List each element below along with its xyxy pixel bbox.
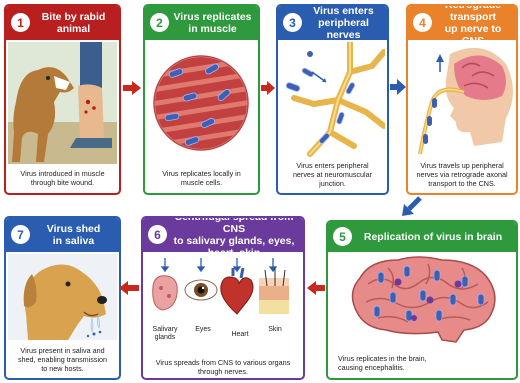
step-2-title: Virus replicates in muscle [173,11,251,35]
step-5-caption: Virus replicates in the brain, causing e… [338,354,458,372]
step-5-title: Replication of virus in brain [364,231,502,243]
step-3-number: 3 [283,13,302,32]
nerve-junction-illustration [280,42,385,158]
brain-illustration [338,254,508,348]
step-4-caption: Virus travels up peripheral nerves via r… [412,161,512,188]
arrow-1-to-2 [123,81,141,95]
step-3-caption: Virus enters peripheral nerves at neurom… [282,161,383,188]
eye-icon [185,280,217,300]
step-4-title: Retrograde transport up nerve to CNS [436,4,510,47]
step-6-header: 6 Centrifugal spread from CNS to salivar… [143,218,303,252]
organ-label-skin: Skin [255,326,295,334]
panel-step-4: 4 Retrograde transport up nerve to CNS V… [406,4,518,195]
panel-step-3: 3 Virus enters peripheral nerves [276,4,389,195]
organ-label-heart: Heart [220,331,260,339]
heart-icon [221,268,253,314]
arrow-5-to-6 [307,281,325,295]
muscle-tissue-illustration [149,44,254,162]
head-nerve-illustration [410,42,516,158]
step-2-caption: Virus replicates locally in muscle cells… [149,169,254,187]
step-6-number: 6 [148,225,167,244]
step-7-title: Virus shed in saliva [47,223,101,247]
arrow-3-to-4 [390,79,406,95]
step-6-caption: Virus spreads from CNS to various organs… [147,358,299,376]
organ-label-eyes: Eyes [183,326,223,334]
arrow-2-to-3 [261,81,275,95]
panel-step-7: 7 Virus shed in saliva Virus present in … [4,216,121,380]
dog-saliva-illustration [8,254,117,340]
step-5-header: 5 Replication of virus in brain [328,222,516,252]
salivary-gland-icon [153,276,178,310]
step-5-number: 5 [333,227,352,246]
skin-icon [259,268,289,314]
step-7-caption: Virus present in saliva and shed, enabli… [10,346,115,373]
step-1-title: Bite by rabid animal [34,11,113,35]
step-2-header: 2 Virus replicates in muscle [145,6,258,40]
panel-step-1: 1 Bite by rabid animal Virus introduced … [4,4,121,195]
step-7-header: 7 Virus shed in saliva [6,218,119,252]
arrow-6-to-7 [119,281,139,295]
panel-step-5: 5 Replication of virus in brain Virus re… [326,220,518,380]
step-4-header: 4 Retrograde transport up nerve to CNS [408,6,516,40]
step-3-header: 3 Virus enters peripheral nerves [278,6,387,40]
step-7-number: 7 [11,225,30,244]
panel-step-6: 6 Centrifugal spread from CNS to salivar… [141,216,305,380]
step-1-caption: Virus introduced in muscle through bite … [10,169,115,187]
dog-bite-illustration [8,42,117,164]
organs-illustration [145,256,301,324]
step-1-header: 1 Bite by rabid animal [6,6,119,40]
step-2-number: 2 [150,13,169,32]
step-3-title: Virus enters peripheral nerves [306,5,381,41]
step-6-title: Centrifugal spread from CNS to salivary … [171,216,297,259]
step-4-number: 4 [413,13,432,32]
step-1-number: 1 [11,13,30,32]
organ-label-salivary-glands: Salivary glands [145,326,185,342]
panel-step-2: 2 Virus replicates in muscle [143,4,260,195]
arrow-4-to-5 [400,196,424,218]
